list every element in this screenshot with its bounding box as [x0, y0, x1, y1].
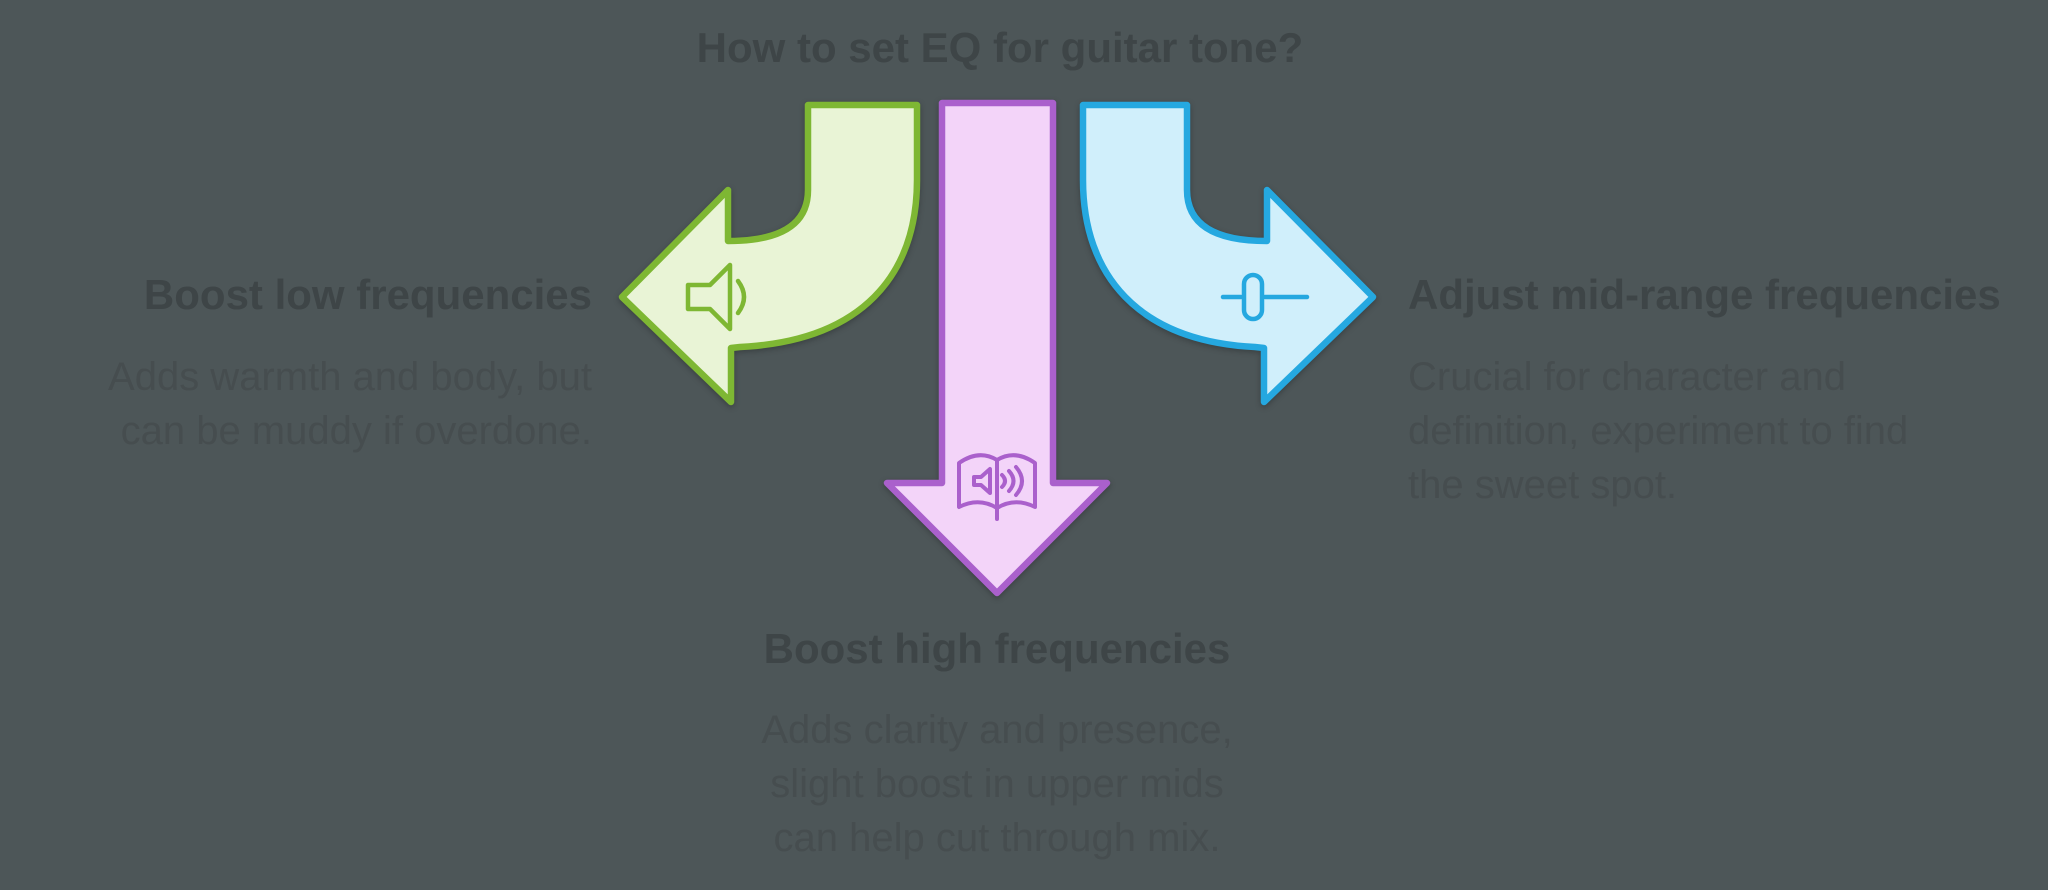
speaker-icon [685, 262, 747, 332]
slider-icon [1220, 272, 1310, 322]
body-line: slight boost in upper mids [770, 762, 1224, 806]
heading-boost-high: Boost high frequencies [763, 625, 1231, 672]
body-boost-low: Adds warmth and body, but can be muddy i… [20, 350, 592, 458]
body-adjust-mid: Crucial for character and definition, ex… [1408, 350, 2008, 512]
body-line: can be muddy if overdone. [120, 409, 592, 453]
audiobook-icon-speaker [972, 467, 992, 495]
speaker-icon-wave [735, 278, 747, 316]
speaker-icon-body [685, 262, 733, 332]
heading-boost-low: Boost low frequencies [143, 271, 592, 318]
body-line: Adds clarity and presence, [761, 708, 1233, 752]
body-line: the sweet spot. [1408, 463, 1678, 507]
arrow-mid-curved-right [1079, 101, 1377, 406]
body-line: Adds warmth and body, but [108, 355, 592, 399]
page-title: How to set EQ for guitar tone? [696, 24, 1304, 71]
slider-icon-thumb [1241, 272, 1265, 322]
body-line: definition, experiment to find [1408, 409, 1909, 453]
arrow-low-curved-left [618, 101, 921, 406]
body-line: can help cut through mix. [773, 816, 1221, 860]
arrow-low-shape [618, 101, 921, 406]
arrow-high-shape [883, 99, 1111, 597]
heading-adjust-mid: Adjust mid-range frequencies [1408, 271, 2001, 318]
arrow-high-straight-down [883, 99, 1111, 597]
audiobook-icon [957, 453, 1037, 521]
audiobook-icon-book [957, 453, 1037, 510]
audiobook-icon-waves [1000, 465, 1024, 497]
arrow-mid-shape [1079, 101, 1377, 406]
body-line: Crucial for character and [1408, 355, 1846, 399]
body-boost-high: Adds clarity and presence, slight boost … [597, 703, 1397, 865]
